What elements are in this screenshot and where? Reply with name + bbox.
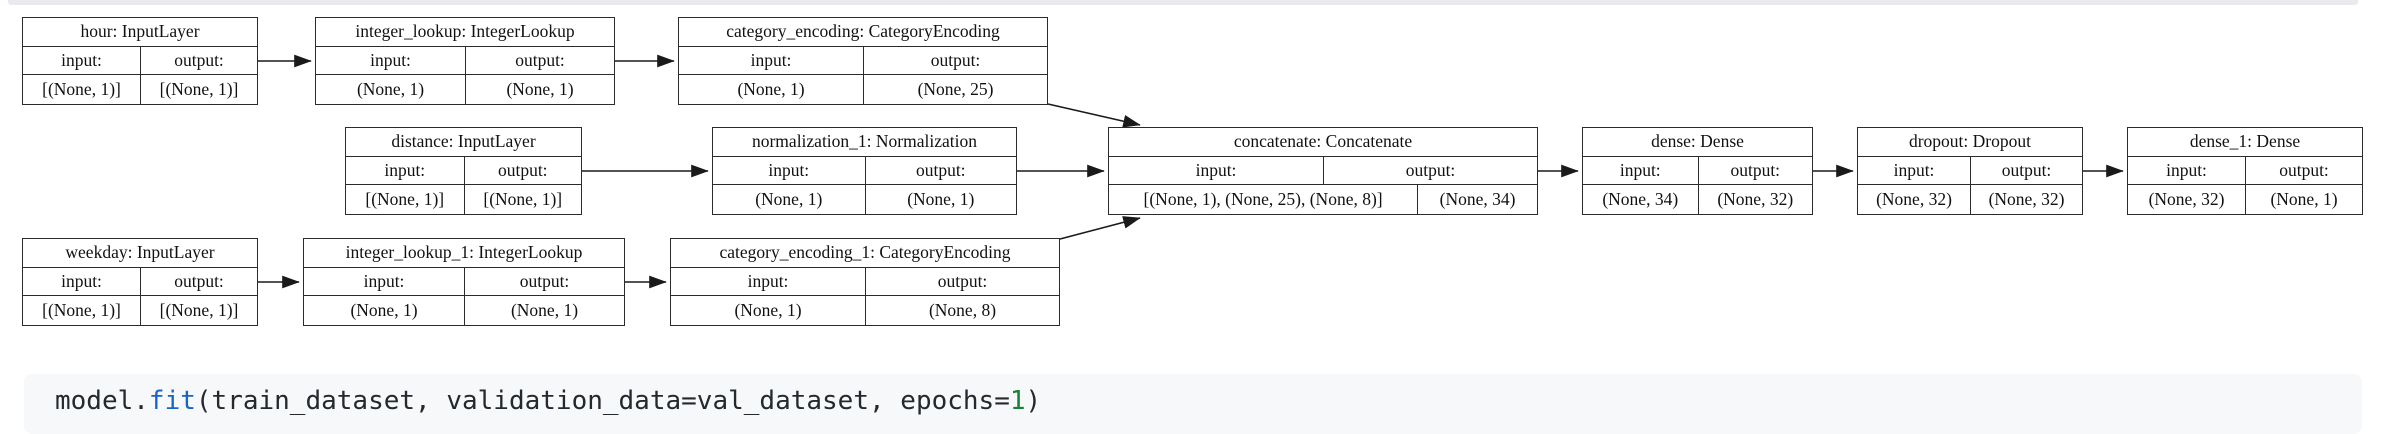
input-shape: (None, 32) <box>2148 189 2225 210</box>
layer-node-dropout: dropout: Dropout input: output: (None, 3… <box>1857 127 2083 215</box>
input-label: input: <box>750 49 792 70</box>
layer-node-hour: hour: InputLayer input: output: [(None, … <box>22 17 258 105</box>
input-shape: (None, 1) <box>356 79 425 100</box>
edge-category_encoding-to-concatenate <box>1047 103 1141 128</box>
output-label: output: <box>465 46 614 75</box>
code-cell: model.fit(train_dataset, validation_data… <box>24 374 2362 434</box>
output-label: output: <box>1970 156 2082 185</box>
output-shape: (None, 34) <box>1417 185 1537 214</box>
layer-title: dense_1: Dense <box>2128 128 2362 157</box>
input-shape: (None, 34) <box>1602 189 1679 210</box>
layer-title: distance: InputLayer <box>346 128 581 157</box>
layer-title: category_encoding_1: CategoryEncoding <box>671 239 1059 268</box>
output-shape: (None, 32) <box>1970 185 2082 214</box>
code-close-paren-token: ) <box>1025 386 1042 416</box>
edge-category_encoding_1-to-concatenate <box>1059 216 1141 240</box>
layer-node-category_encoding: category_encoding: CategoryEncoding inpu… <box>678 17 1048 105</box>
layer-node-dense_1: dense_1: Dense input: output: (None, 32)… <box>2127 127 2363 215</box>
output-shape: (None, 1) <box>864 185 1017 214</box>
input-label: input: <box>370 49 411 70</box>
input-shape: (None, 1) <box>755 189 823 210</box>
layer-node-dense: dense: Dense input: output: (None, 34) (… <box>1582 127 1813 215</box>
input-label: input: <box>768 159 810 180</box>
layer-title: category_encoding: CategoryEncoding <box>679 18 1047 47</box>
input-shape: (None, 32) <box>1876 189 1952 210</box>
code-args-token: (train_dataset, validation_data=val_data… <box>195 386 1010 416</box>
input-shape: [(None, 1)] <box>365 189 445 210</box>
input-label: input: <box>2166 159 2207 180</box>
code-line: model.fit(train_dataset, validation_data… <box>24 374 2362 416</box>
layer-node-concatenate: concatenate: Concatenate input: output: … <box>1108 127 1538 215</box>
layer-title: weekday: InputLayer <box>23 239 257 268</box>
layer-node-distance: distance: InputLayer input: output: [(No… <box>345 127 582 215</box>
edge-arrows <box>258 54 2124 289</box>
output-label: output: <box>140 46 257 75</box>
input-shape: (None, 1) <box>734 300 802 321</box>
output-label: output: <box>2245 156 2362 185</box>
input-label: input: <box>1893 159 1935 180</box>
input-label: input: <box>1195 159 1237 180</box>
input-label: input: <box>61 49 102 70</box>
input-shape: (None, 1) <box>737 79 805 100</box>
layer-title: normalization_1: Normalization <box>713 128 1016 157</box>
output-shape: (None, 8) <box>865 296 1059 325</box>
output-label: output: <box>865 267 1059 296</box>
output-shape: (None, 32) <box>1697 185 1813 214</box>
code-number-token: 1 <box>1009 386 1026 416</box>
input-label: input: <box>363 270 405 291</box>
output-shape: [(None, 1)] <box>140 296 257 325</box>
output-shape: (None, 1) <box>464 296 624 325</box>
input-shape: [(None, 1)] <box>42 79 121 100</box>
output-shape: [(None, 1)] <box>463 185 582 214</box>
output-shape: (None, 1) <box>465 75 614 104</box>
code-object-token: model. <box>55 386 149 416</box>
input-label: input: <box>747 270 789 291</box>
layer-title: integer_lookup_1: IntegerLookup <box>304 239 624 268</box>
input-label: input: <box>1619 159 1661 180</box>
layer-title: integer_lookup: IntegerLookup <box>316 18 614 47</box>
layer-node-integer_lookup_1: integer_lookup_1: IntegerLookup input: o… <box>303 238 625 326</box>
layer-node-normalization_1: normalization_1: Normalization input: ou… <box>712 127 1017 215</box>
input-shape: [(None, 1)] <box>42 300 121 321</box>
output-label: output: <box>863 46 1047 75</box>
layer-title: dropout: Dropout <box>1858 128 2082 157</box>
output-label: output: <box>1323 156 1537 185</box>
output-label: output: <box>1697 156 1813 185</box>
layer-title: hour: InputLayer <box>23 18 257 47</box>
output-label: output: <box>864 156 1017 185</box>
output-shape: (None, 25) <box>863 75 1047 104</box>
input-label: input: <box>61 270 102 291</box>
layer-node-category_encoding_1: category_encoding_1: CategoryEncoding in… <box>670 238 1060 326</box>
output-label: output: <box>464 267 624 296</box>
output-label: output: <box>463 156 582 185</box>
output-shape: (None, 1) <box>2245 185 2362 214</box>
layer-node-integer_lookup: integer_lookup: IntegerLookup input: out… <box>315 17 615 105</box>
layer-node-weekday: weekday: InputLayer input: output: [(Non… <box>22 238 258 326</box>
code-function-token: fit <box>148 386 196 416</box>
input-label: input: <box>384 159 426 180</box>
layer-title: dense: Dense <box>1583 128 1812 157</box>
output-shape: [(None, 1)] <box>140 75 257 104</box>
input-shape: (None, 1) <box>350 300 418 321</box>
keras-model-plot: hour: InputLayer input: output: [(None, … <box>22 17 2363 326</box>
layer-title: concatenate: Concatenate <box>1109 128 1537 157</box>
output-label: output: <box>140 267 257 296</box>
input-shape: [(None, 1), (None, 25), (None, 8)] <box>1143 189 1383 210</box>
previous-cell-edge-strip <box>8 0 2358 5</box>
